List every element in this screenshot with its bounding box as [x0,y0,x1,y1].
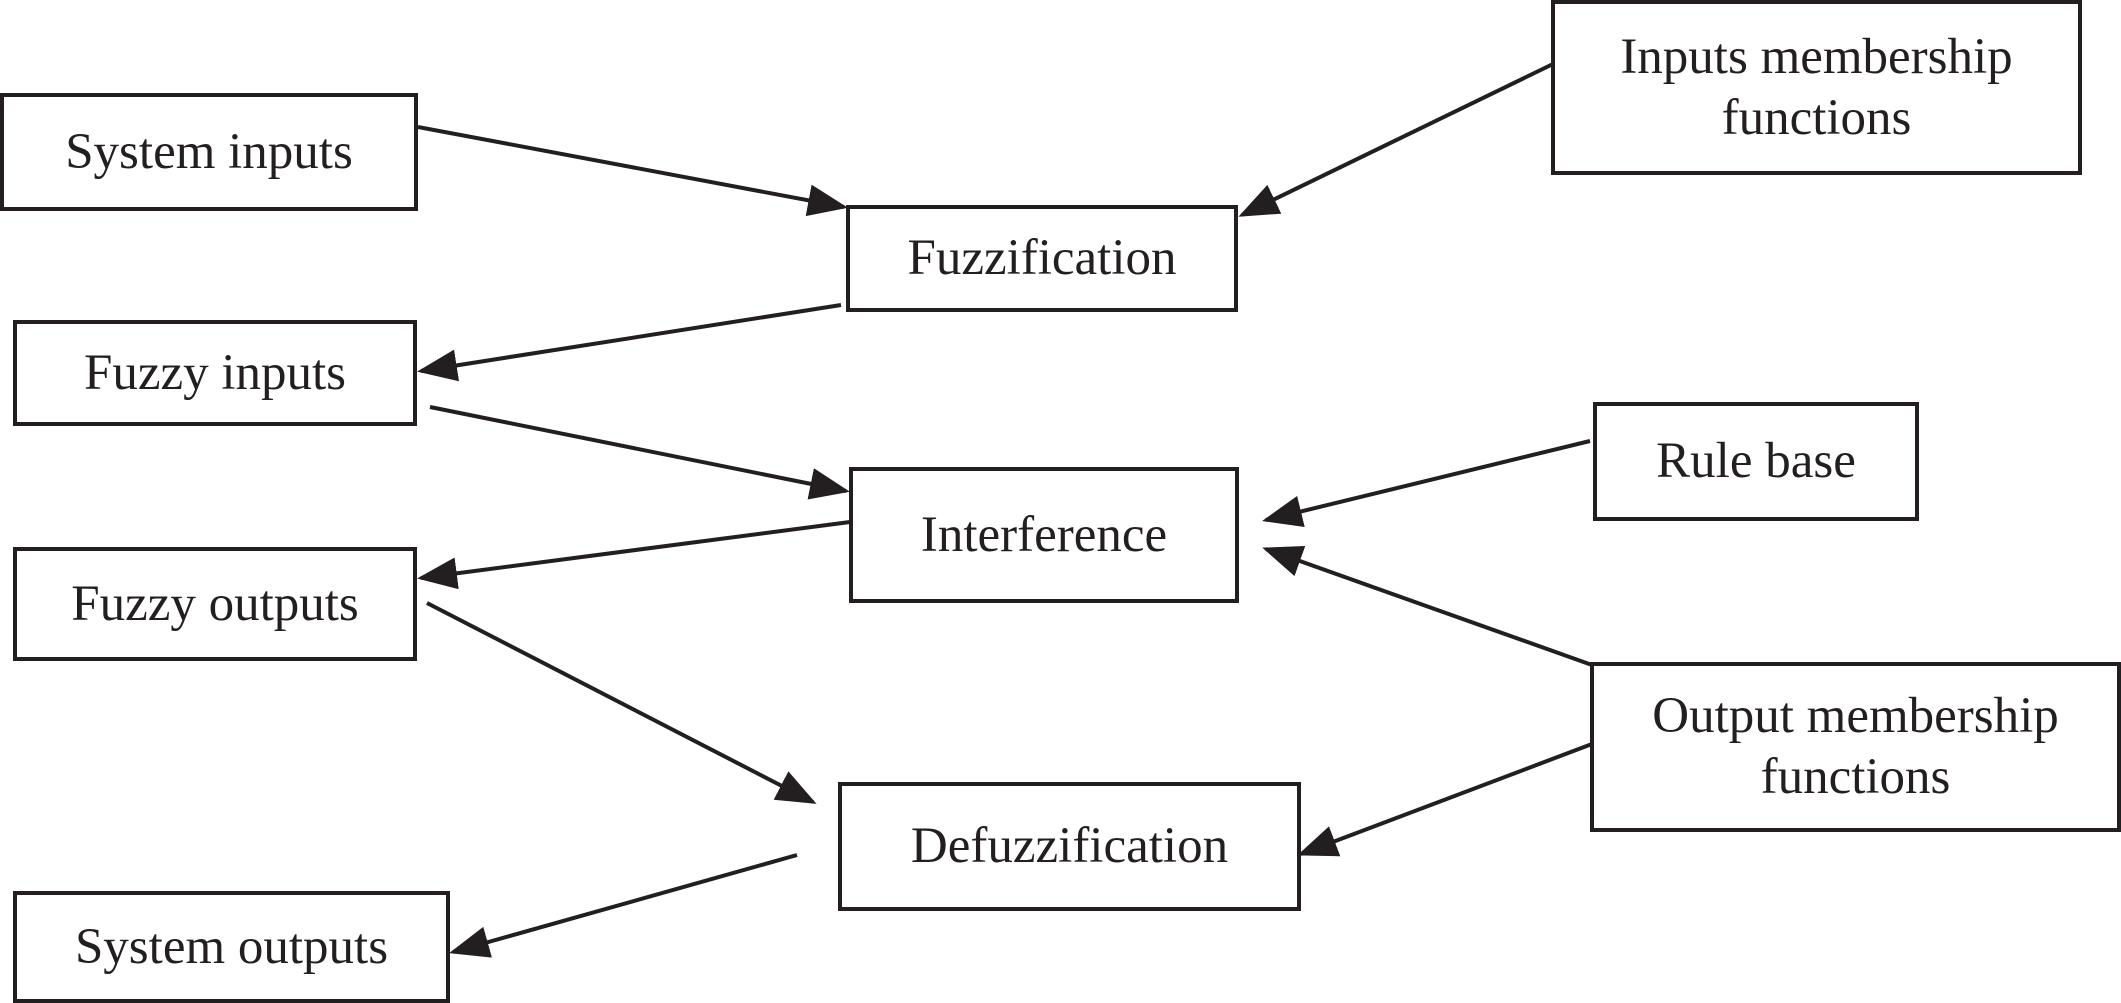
arrow-fuzzy-inputs-to-interference [429,405,850,500]
node-defuzzification: Defuzzification [838,782,1301,911]
arrow-interference-to-fuzzy-outputs [417,520,851,590]
node-output-membership-functions: Output membership functions [1590,662,2121,832]
node-label: Fuzzy inputs [83,344,347,401]
node-label: System inputs [65,123,353,180]
node-label: Output membership functions [1652,688,2059,805]
node-label: Inputs membership functions [1620,28,2013,146]
arrow-system-inputs-to-fuzzification [417,125,848,217]
node-fuzzy-inputs: Fuzzy inputs [13,320,417,426]
node-fuzzification: Fuzzification [846,205,1238,312]
arrow-output-membership-functions-to-interference [1262,545,1593,667]
node-label: Interference [920,506,1168,563]
node-system-inputs: System inputs [0,93,418,211]
arrow-group [417,62,1593,958]
node-label: Defuzzification [910,818,1229,874]
arrow-defuzzification-to-system-outputs [449,853,798,958]
node-label: Fuzzy outputs [71,575,359,632]
node-label: System outputs [74,918,389,975]
node-inputs-membership-functions: Inputs membership functions [1551,0,2082,175]
node-system-outputs: System outputs [13,891,450,1003]
arrow-fuzzy-outputs-to-defuzzification [426,601,817,804]
arrow-inputs-membership-functions-to-fuzzification [1238,62,1554,217]
arrow-output-membership-functions-to-defuzzification [1297,742,1593,857]
node-fuzzy-outputs: Fuzzy outputs [13,547,417,661]
node-rule-base: Rule base [1593,402,1919,521]
node-interference: Interference [849,467,1239,603]
node-label: Rule base [1656,433,1856,489]
arrow-rule-base-to-interference [1262,439,1591,528]
node-label: Fuzzification [907,230,1177,286]
arrow-fuzzification-to-fuzzy-inputs [417,303,842,382]
